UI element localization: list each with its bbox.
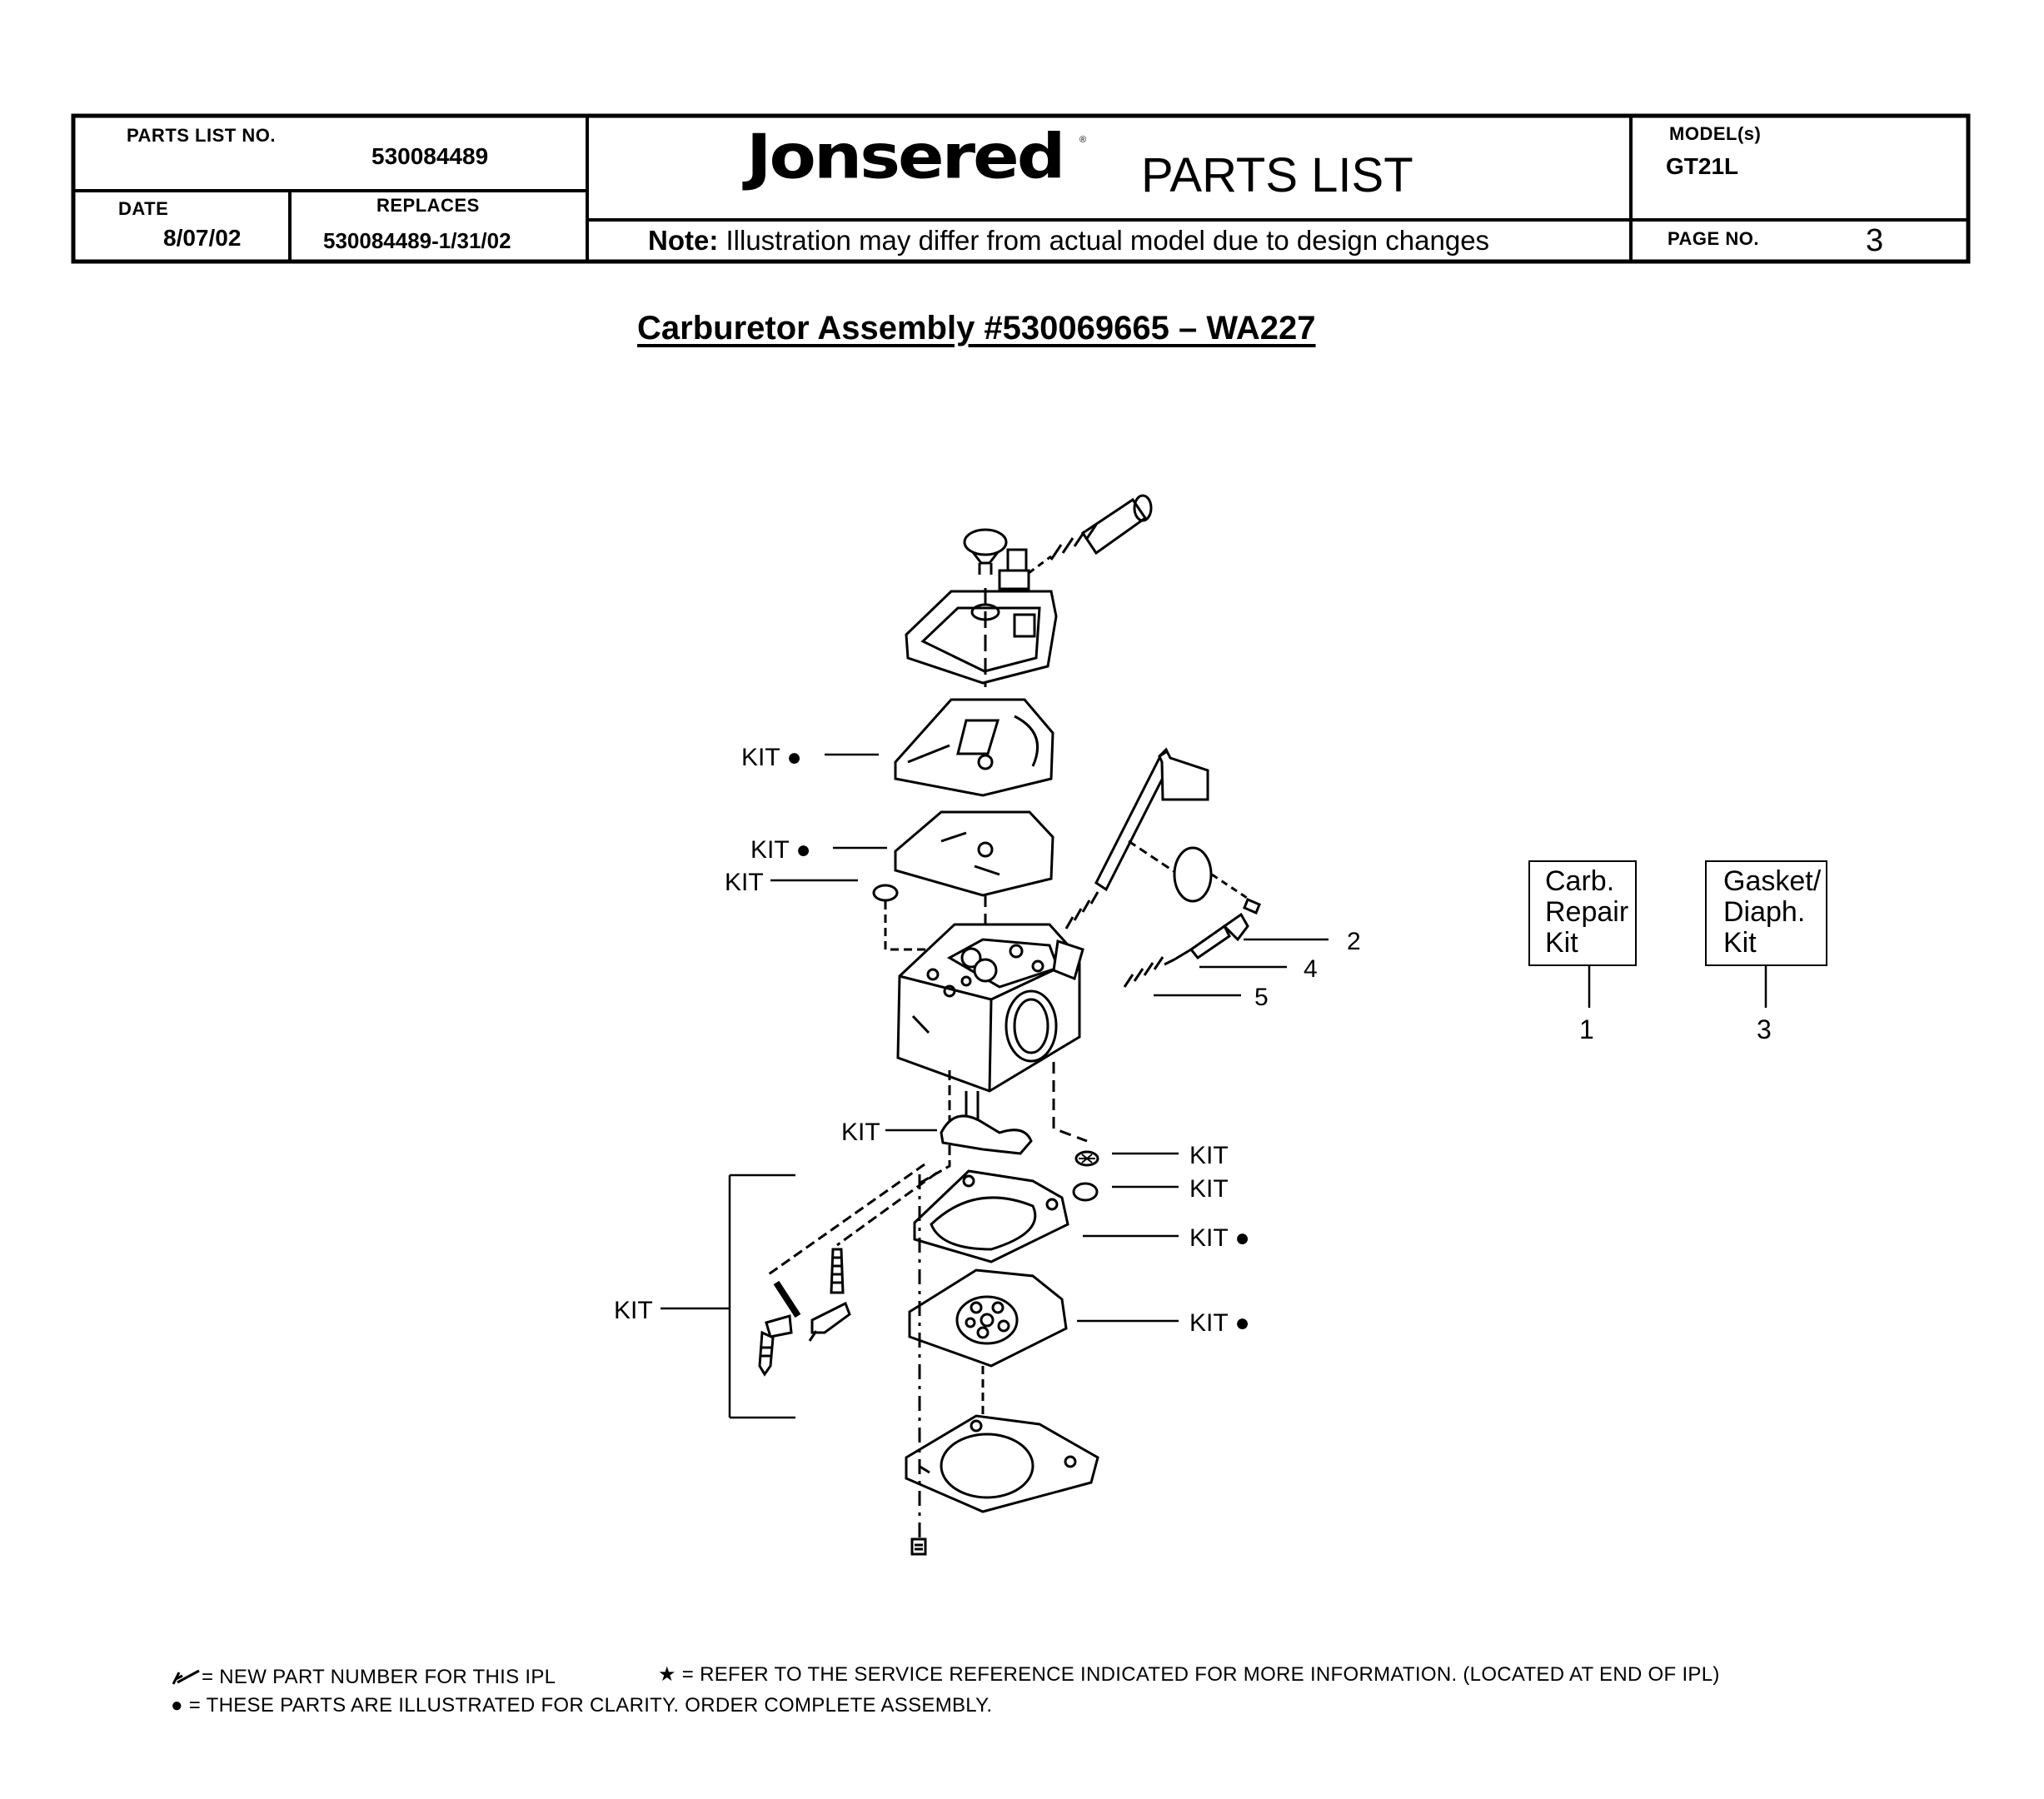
carb-repair-kit-box: Carb. Repair Kit <box>1528 860 1637 966</box>
callout-kit-upper-diaphragm: KIT ● <box>750 836 811 864</box>
page-label: PAGE NO. <box>1668 228 1759 249</box>
bottom-cover <box>905 1414 1099 1513</box>
note-line: Note: Illustration may differ from actua… <box>648 225 1489 257</box>
lower-diaphragm <box>908 1268 1068 1368</box>
callout-leaders <box>661 753 1767 1419</box>
throttle-shaft <box>1064 747 1261 929</box>
page-number: 3 <box>1866 223 1884 258</box>
assembly-title: Carburetor Assembly #530069665 – WA227 <box>637 310 1316 346</box>
callout-kit-needle-valve: KIT <box>614 1297 653 1324</box>
date-value: 8/07/02 <box>163 225 242 251</box>
callout-kit-lower-gasket: KIT ● <box>1189 1224 1250 1252</box>
registered-mark: ® <box>1079 135 1087 145</box>
upper-gasket <box>894 698 1054 797</box>
lower-gasket <box>913 1169 1069 1263</box>
brand-logo: Jonsered <box>746 122 1065 193</box>
callout-2: 2 <box>1347 928 1361 955</box>
needle-assembly <box>1123 912 1249 988</box>
replaces-value: 530084489-1/31/02 <box>323 228 511 253</box>
legend-dot-note: ● = THESE PARTS ARE ILLUSTRATED FOR CLAR… <box>171 1694 993 1717</box>
replaces-label: REPLACES <box>376 195 480 216</box>
date-label: DATE <box>118 198 169 219</box>
note-text: Illustration may differ from actual mode… <box>725 225 1490 256</box>
gasket-diaph-kit-ref: 3 <box>1757 1014 1772 1044</box>
pump-cover <box>905 548 1058 687</box>
legend-new-part: = NEW PART NUMBER FOR THIS IPL <box>202 1666 556 1688</box>
new-part-check-icon <box>172 1669 200 1685</box>
inlet-screen <box>872 884 899 902</box>
parts-list-no: 530084489 <box>371 143 489 169</box>
models-value: GT21L <box>1666 153 1739 179</box>
upper-diaphragm <box>894 810 1054 924</box>
callout-5: 5 <box>1254 984 1269 1011</box>
bottom-screw <box>910 1537 927 1556</box>
callout-kit-filter-screen: KIT <box>1189 1142 1229 1169</box>
header-frame <box>71 113 1971 264</box>
legend-star-note: ★ = REFER TO THE SERVICE REFERENCE INDIC… <box>658 1663 1720 1686</box>
parts-list-no-label: PARTS LIST NO. <box>127 125 276 146</box>
note-label: Note: <box>648 225 719 256</box>
check-valve <box>1072 1182 1099 1202</box>
callout-kit-upper-gasket: KIT ● <box>741 744 802 771</box>
doc-title: PARTS LIST <box>1141 148 1413 202</box>
carburetor-body <box>896 923 1088 1184</box>
callout-kit-check-valve: KIT <box>1189 1175 1229 1203</box>
callout-kit-lower-diaphragm: KIT ● <box>1189 1309 1250 1337</box>
callout-kit-metering-lever: KIT <box>841 1119 880 1146</box>
callout-4: 4 <box>1304 955 1318 983</box>
adjusting-screw <box>1028 494 1153 575</box>
needle-valve-parts <box>758 1248 851 1377</box>
gasket-diaph-kit-box: Gasket/ Diaph. Kit <box>1705 860 1827 966</box>
models-label: MODEL(s) <box>1669 123 1762 144</box>
top-screw <box>963 528 1008 575</box>
carb-repair-kit-ref: 1 <box>1579 1014 1594 1044</box>
metering-lever <box>940 1114 1033 1155</box>
callout-kit-inlet-screen: KIT <box>725 869 764 896</box>
